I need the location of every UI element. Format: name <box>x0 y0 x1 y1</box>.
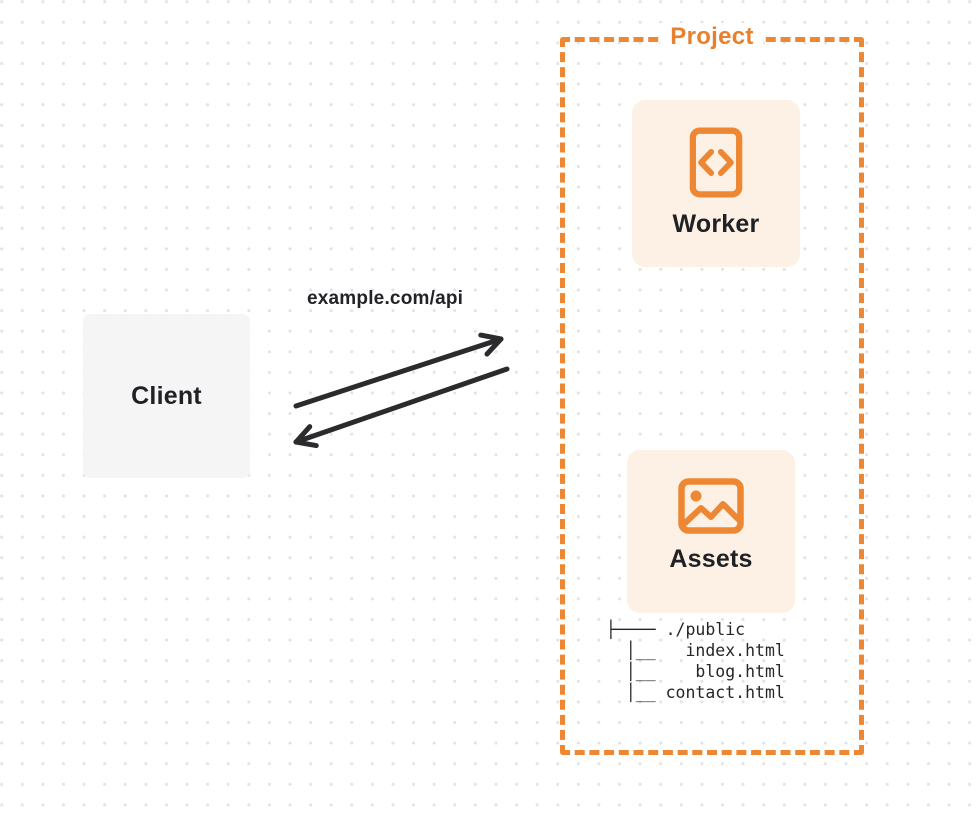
request-arrow <box>293 332 504 409</box>
image-icon <box>678 478 744 534</box>
client-node: Client <box>83 314 250 478</box>
assets-file-tree: ├──── ./public │__ index.html │__ blog.h… <box>606 619 785 703</box>
worker-label: Worker <box>672 210 760 238</box>
worker-node: Worker <box>632 100 800 267</box>
file-tree-line: │__ index.html <box>606 641 785 660</box>
client-label: Client <box>131 381 202 410</box>
file-tree-line: ├──── ./public <box>606 620 746 639</box>
assets-label: Assets <box>669 545 753 573</box>
project-label: Project <box>660 23 764 51</box>
code-file-icon <box>689 127 743 198</box>
project-group: Project Worker Assets <box>560 23 864 755</box>
assets-node: Assets <box>627 450 795 613</box>
file-tree-line: │__ contact.html <box>606 683 785 702</box>
request-url-label: example.com/api <box>307 288 464 309</box>
response-arrow <box>293 366 510 449</box>
file-tree-line: │__ blog.html <box>606 662 785 681</box>
